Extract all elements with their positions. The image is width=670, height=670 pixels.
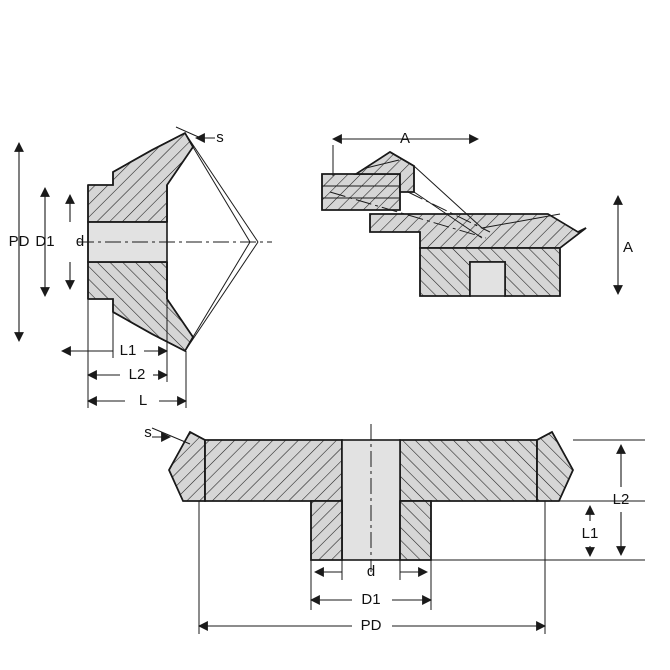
gear-body-lower xyxy=(87,261,194,353)
bottom-rim-left xyxy=(204,439,343,502)
label-d-left: d xyxy=(76,233,84,250)
gear-body-upper xyxy=(87,131,194,223)
label-s-bottom: s xyxy=(144,424,152,441)
cone-inner-lower xyxy=(192,241,251,338)
label-d1-bottom: D1 xyxy=(361,591,380,608)
label-s-left: s xyxy=(216,129,224,146)
cone-apex-line xyxy=(481,213,561,229)
label-d-bottom: d xyxy=(367,563,375,580)
label-l-left: L xyxy=(139,392,147,409)
cone-inner-upper xyxy=(192,146,251,243)
gear-upper-outline xyxy=(88,131,194,222)
bottom-rim-right xyxy=(399,439,538,502)
pair-centerline-horiz xyxy=(329,191,487,239)
cone-right-inner xyxy=(413,191,483,239)
s-leader-bottom xyxy=(151,427,191,445)
label-pd-left: PD xyxy=(9,233,30,250)
left-side-section-view: s PD D1 d L1 L2 xyxy=(9,126,272,409)
bottom-hub-left xyxy=(310,500,343,561)
label-a-right: A xyxy=(623,239,633,256)
gear-flange-upper xyxy=(369,213,587,249)
label-l1-left: L1 xyxy=(120,342,137,359)
gear-lower-outline xyxy=(88,262,194,353)
label-pd-bottom: PD xyxy=(361,617,382,634)
pair-centerline-diag xyxy=(407,191,491,233)
cone-line-lower xyxy=(184,241,259,352)
bottom-right-tooth-outline xyxy=(536,430,574,502)
bottom-hub-right xyxy=(399,500,432,561)
label-a-top: A xyxy=(400,130,410,147)
pinion-shaft-body xyxy=(321,173,401,211)
top-right-mating-pair-view: A A xyxy=(321,130,633,297)
gear-hub-bore xyxy=(469,261,506,297)
cone-right-upper xyxy=(413,165,483,229)
pinion-tooth-line xyxy=(365,159,400,169)
cone-line-upper xyxy=(184,132,259,243)
label-l2-left: L2 xyxy=(129,366,146,383)
label-l2-bottom: L2 xyxy=(613,491,630,508)
label-l1-bottom: L1 xyxy=(582,525,599,542)
bottom-plan-section-view: s L2 L1 d D1 xyxy=(144,424,645,634)
bottom-right-tooth xyxy=(536,430,574,502)
label-d1-left: D1 xyxy=(35,233,54,250)
